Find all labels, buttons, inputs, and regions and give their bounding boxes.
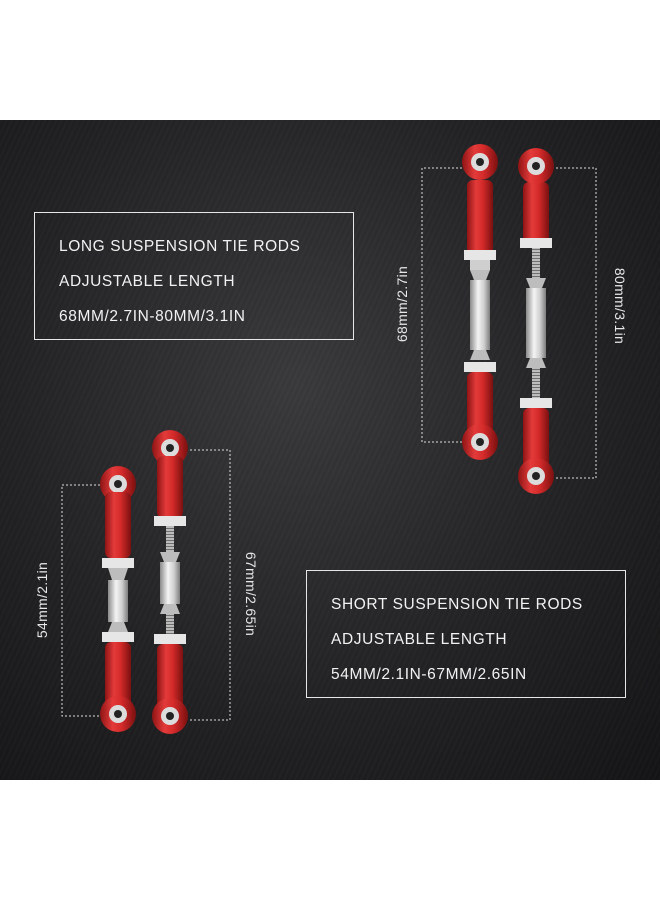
long-tie-rod-b — [518, 148, 554, 494]
short-rods-range: 54MM/2.1IN-67MM/2.65IN — [331, 666, 527, 683]
long-rods-subtitle: ADJUSTABLE LENGTH — [59, 273, 236, 290]
tie-rods-illustration — [61, 144, 597, 734]
dimension-bracket-short-min — [61, 484, 100, 717]
short-rods-info-box: SHORT SUSPENSION TIE RODS ADJUSTABLE LEN… — [306, 570, 626, 698]
short-tie-rod-b — [152, 430, 188, 734]
short-tie-rod-a — [100, 466, 136, 732]
product-photo: LONG SUSPENSION TIE RODS ADJUSTABLE LENG… — [0, 120, 660, 780]
short-max-dimension-label: 67mm/2.65in — [243, 551, 259, 637]
long-rods-title: LONG SUSPENSION TIE RODS — [59, 238, 301, 255]
dimension-bracket-long-min — [421, 167, 462, 443]
short-min-dimension-label: 54mm/2.1in — [34, 561, 50, 639]
long-rods-range: 68MM/2.7IN-80MM/3.1IN — [59, 308, 246, 325]
long-min-dimension-label: 68mm/2.7in — [394, 265, 410, 343]
dimension-bracket-short-max — [190, 449, 231, 721]
long-max-dimension-label: 80mm/3.1in — [612, 267, 628, 345]
short-rods-subtitle: ADJUSTABLE LENGTH — [331, 631, 508, 648]
dimension-bracket-long-max — [556, 167, 597, 479]
short-rods-title: SHORT SUSPENSION TIE RODS — [331, 596, 583, 613]
long-tie-rod-a — [462, 144, 498, 460]
long-rods-info-box: LONG SUSPENSION TIE RODS ADJUSTABLE LENG… — [34, 212, 354, 340]
